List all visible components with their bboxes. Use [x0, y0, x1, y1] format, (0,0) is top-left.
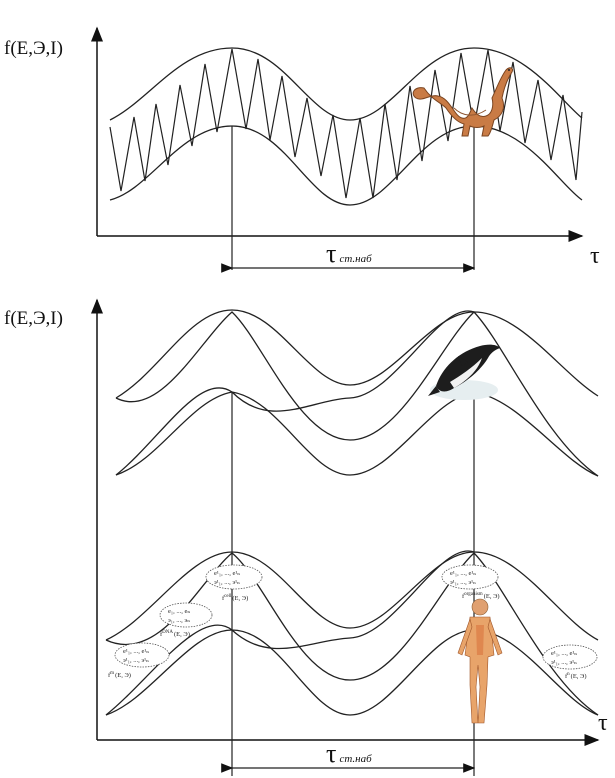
top-y-axis-label: f(E,Э,I)	[4, 38, 63, 59]
state-bubble-organism: e¹₁, ..., e¹ₙ э¹₁, ..., э¹ₙ forganism(E,…	[441, 564, 500, 600]
bottom-lower-band-top	[105, 551, 599, 641]
svg-text:fn(E, Э): fn(E, Э)	[565, 672, 587, 680]
bottom-x-axis-label: τ	[598, 710, 608, 736]
svg-text:э¹₁, ..., э¹ₙ: э¹₁, ..., э¹ₙ	[450, 579, 476, 586]
svg-text:e¹₁, ..., e¹ₙ: e¹₁, ..., e¹ₙ	[551, 650, 577, 657]
svg-text:fm(E, Э): fm(E, Э)	[108, 671, 131, 679]
top-x-axis-label: τ	[590, 243, 600, 269]
svg-text:э¹₁, ..., э¹ₙ: э¹₁, ..., э¹ₙ	[551, 659, 577, 666]
state-bubble-cell: e¹₁, ..., e¹ₙ э¹₁, ..., э¹ₙ fcell(E, Э)	[205, 564, 263, 602]
state-bubble-dna: e₁, ..., eₙ э₁, ..., эₙ fDNA(E, Э)	[159, 602, 213, 638]
svg-text:e¹₁, ..., e¹ₙ: e¹₁, ..., e¹ₙ	[123, 648, 149, 655]
dolphin-illustration	[428, 344, 500, 400]
svg-text:forganism(E, Э): forganism(E, Э)	[462, 592, 500, 600]
bottom-lower-band-cross-b	[105, 550, 475, 716]
svg-text:e₁, ..., eₙ: e₁, ..., eₙ	[168, 608, 190, 615]
state-bubble-n: e¹₁, ..., e¹ₙ э¹₁, ..., э¹ₙ fn(E, Э)	[542, 644, 598, 680]
top-oscillation-curve	[109, 48, 583, 199]
svg-text:э₁, ..., эₙ: э₁, ..., эₙ	[168, 617, 190, 624]
svg-text:e¹₁, ..., e¹ₙ: e¹₁, ..., e¹ₙ	[214, 570, 240, 577]
human-figure-illustration	[457, 598, 503, 724]
svg-text:e¹₁, ..., e¹ₙ: e¹₁, ..., e¹ₙ	[450, 570, 476, 577]
bottom-lower-band-bottom	[105, 629, 599, 716]
svg-text:э¹₁, ..., э¹ₙ: э¹₁, ..., э¹ₙ	[214, 579, 240, 586]
bottom-upper-band-top	[115, 309, 599, 399]
svg-text:fDNA(E, Э): fDNA(E, Э)	[160, 630, 190, 638]
top-upper-envelope	[109, 47, 583, 121]
bottom-upper-band-cross-a	[115, 311, 599, 477]
bottom-upper-band-cross-b	[115, 310, 475, 476]
svg-text:э¹₁, ..., э¹ₙ: э¹₁, ..., э¹ₙ	[123, 657, 149, 664]
bottom-lower-band-cross-a	[105, 552, 599, 716]
top-lower-envelope	[109, 125, 583, 206]
bottom-upper-band-bottom	[115, 391, 599, 477]
state-bubble-m: e¹₁, ..., e¹ₙ э¹₁, ..., э¹ₙ fm(E, Э)	[108, 642, 170, 679]
bottom-y-axis-label: f(E,Э,I)	[4, 308, 63, 329]
dinosaur-illustration	[412, 67, 513, 137]
svg-text:fcell(E, Э): fcell(E, Э)	[222, 594, 248, 602]
